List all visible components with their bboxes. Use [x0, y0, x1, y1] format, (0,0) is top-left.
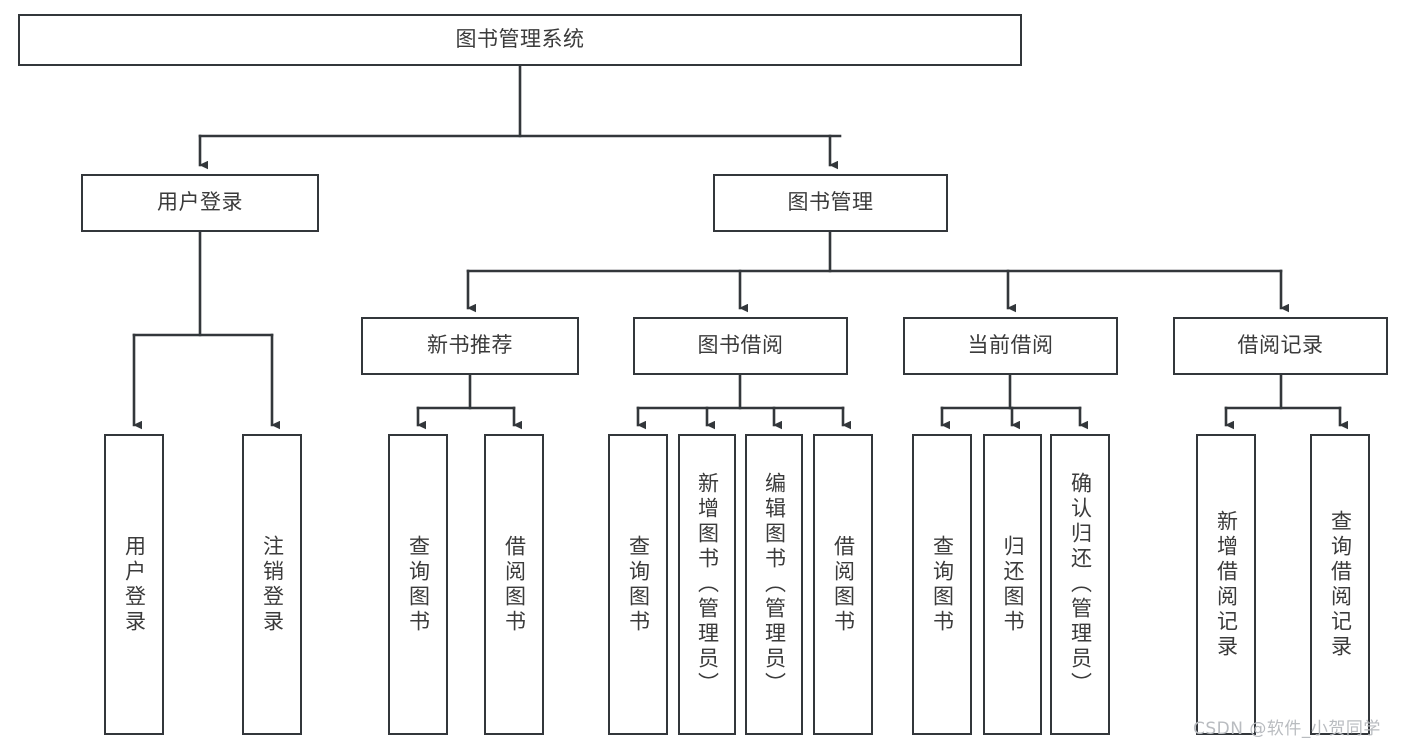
- node-leaf-return-book[interactable]: 归还图书: [983, 434, 1042, 735]
- node-leaf-edit-book-label: 编辑图书（管理员）: [762, 472, 787, 697]
- node-leaf-logout[interactable]: 注销登录: [242, 434, 302, 735]
- node-leaf-borrow-book-new-label: 借阅图书: [502, 534, 527, 635]
- node-leaf-query-book-borrow[interactable]: 查询图书: [608, 434, 668, 735]
- node-book-management-label: 图书管理: [787, 190, 874, 215]
- node-leaf-add-record-label: 新增借阅记录: [1214, 509, 1239, 660]
- node-leaf-edit-book[interactable]: 编辑图书（管理员）: [745, 434, 803, 735]
- node-leaf-confirm-return[interactable]: 确认归还（管理员）: [1050, 434, 1110, 735]
- node-leaf-query-book-cur-label: 查询图书: [930, 534, 955, 635]
- node-leaf-query-book-cur[interactable]: 查询图书: [912, 434, 972, 735]
- node-leaf-query-book-new-label: 查询图书: [406, 534, 431, 635]
- node-user-login-label: 用户登录: [157, 190, 243, 215]
- node-root-label: 图书管理系统: [455, 27, 585, 52]
- node-leaf-user-login-label: 用户登录: [122, 534, 147, 635]
- node-leaf-user-login[interactable]: 用户登录: [104, 434, 164, 735]
- node-borrow-records-label: 借阅记录: [1237, 333, 1324, 358]
- node-new-book-recommend-label: 新书推荐: [427, 333, 513, 358]
- node-book-borrow-label: 图书借阅: [697, 333, 784, 358]
- node-leaf-add-book-label: 新增图书（管理员）: [695, 472, 720, 697]
- node-leaf-query-book-borrow-label: 查询图书: [626, 534, 651, 635]
- node-leaf-logout-label: 注销登录: [260, 534, 285, 635]
- node-root[interactable]: 图书管理系统: [18, 14, 1022, 66]
- node-book-borrow[interactable]: 图书借阅: [633, 317, 848, 375]
- node-user-login[interactable]: 用户登录: [81, 174, 319, 232]
- node-book-management[interactable]: 图书管理: [713, 174, 948, 232]
- node-leaf-borrow-book[interactable]: 借阅图书: [813, 434, 873, 735]
- node-leaf-return-book-label: 归还图书: [1001, 534, 1025, 635]
- node-leaf-query-record[interactable]: 查询借阅记录: [1310, 434, 1370, 735]
- node-leaf-add-book[interactable]: 新增图书（管理员）: [678, 434, 736, 735]
- node-leaf-borrow-book-new[interactable]: 借阅图书: [484, 434, 544, 735]
- node-borrow-records[interactable]: 借阅记录: [1173, 317, 1388, 375]
- node-leaf-confirm-return-label: 确认归还（管理员）: [1068, 472, 1093, 697]
- node-current-borrow-label: 当前借阅: [967, 333, 1054, 358]
- node-current-borrow[interactable]: 当前借阅: [903, 317, 1118, 375]
- node-leaf-add-record[interactable]: 新增借阅记录: [1196, 434, 1256, 735]
- node-new-book-recommend[interactable]: 新书推荐: [361, 317, 579, 375]
- node-leaf-query-book-new[interactable]: 查询图书: [388, 434, 448, 735]
- node-leaf-borrow-book-label: 借阅图书: [831, 534, 856, 635]
- node-leaf-query-record-label: 查询借阅记录: [1328, 509, 1353, 660]
